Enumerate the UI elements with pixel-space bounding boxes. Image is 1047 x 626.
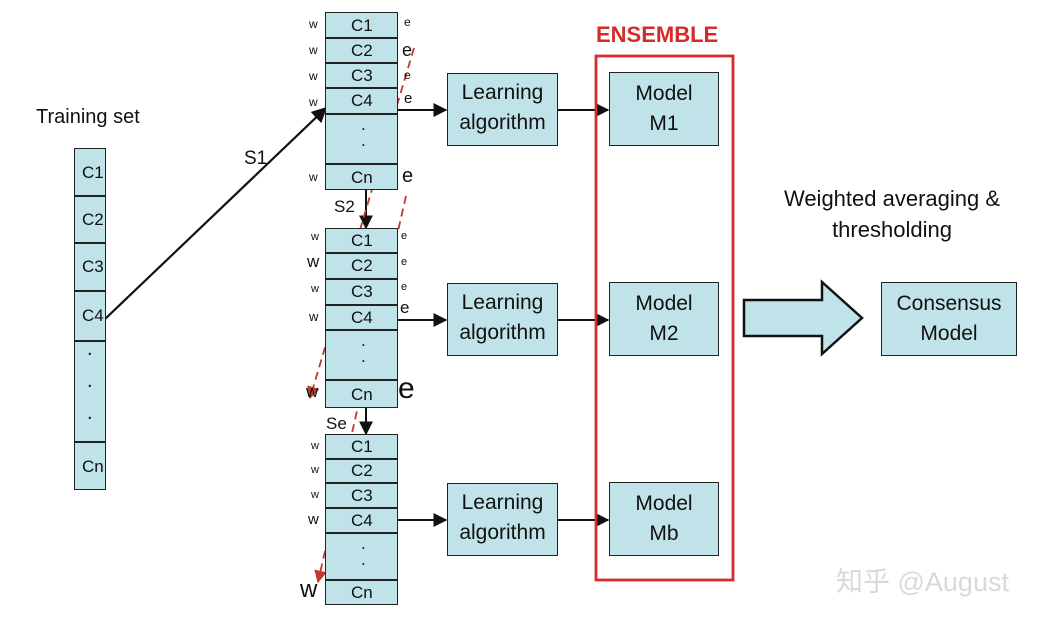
consensus-model-box: Consensus Model xyxy=(881,282,1017,356)
weight-label: w xyxy=(309,43,318,57)
sample1-cell-c2: C2 xyxy=(325,38,398,63)
ensemble-frame xyxy=(594,54,735,582)
error-label: e xyxy=(400,298,410,317)
aggregation-arrow xyxy=(742,279,864,357)
weight-label: w xyxy=(300,576,318,603)
training-cell-c2: C2 xyxy=(74,196,106,243)
weight-label: w xyxy=(311,231,319,243)
sample1-cell-c1: C1 xyxy=(325,12,398,38)
sample-label-s2: S2 xyxy=(334,197,355,216)
weight-label: w xyxy=(308,511,319,528)
sample3-cell-c4: C4 xyxy=(325,508,398,533)
error-label: e xyxy=(401,281,408,293)
sample2-cell-ellipsis: . . xyxy=(325,330,398,380)
weight-label: w xyxy=(309,95,318,109)
ensemble-title: ENSEMBLE xyxy=(596,22,719,47)
error-label: e xyxy=(402,40,413,60)
training-cell-c4: C4 xyxy=(74,291,106,341)
model-box-m1: Model M1 xyxy=(609,72,719,146)
training-cell-c1: C1 xyxy=(74,148,106,196)
weight-label: w xyxy=(311,464,319,476)
sample3-cell-c1: C1 xyxy=(325,434,398,459)
arrow-training-to-s1 xyxy=(103,106,328,321)
watermark: 知乎 @August xyxy=(836,567,1009,597)
weight-label: w xyxy=(309,69,318,83)
sample-column-1: C1 C2 C3 C4 . . Cn xyxy=(325,12,398,190)
sample3-cell-ellipsis: . . xyxy=(325,533,398,580)
error-label: e xyxy=(398,372,415,405)
weight-label: w xyxy=(311,283,319,295)
sample1-cell-cn: Cn xyxy=(325,164,398,190)
error-label: e xyxy=(402,165,414,187)
sample2-cell-cn: Cn xyxy=(325,380,398,408)
training-cell-ellipsis: . . . xyxy=(74,338,106,442)
sample-label-s1: S1 xyxy=(244,148,268,169)
weight-label: w xyxy=(311,440,319,452)
model-box-mb: Model Mb xyxy=(609,482,719,556)
sample-column-e: C1 C2 C3 C4 . . Cn xyxy=(325,434,398,605)
weight-label: w xyxy=(311,489,319,501)
weight-label: w xyxy=(309,309,319,324)
learning-algorithm-box-1: Learning algorithm xyxy=(447,73,558,146)
weight-label: w xyxy=(306,382,319,401)
weight-label: w xyxy=(309,17,318,31)
sample2-cell-c1: C1 xyxy=(325,228,398,253)
error-label: e xyxy=(404,15,411,29)
model-box-m2: Model M2 xyxy=(609,282,719,356)
learning-algorithm-box-3: Learning algorithm xyxy=(447,483,558,556)
weight-label: w xyxy=(309,170,318,184)
sample2-cell-c3: C3 xyxy=(325,279,398,305)
aggregation-label: Weighted averaging & thresholding xyxy=(783,186,1001,242)
sample2-cell-c4: C4 xyxy=(325,305,398,330)
sample2-cell-c2: C2 xyxy=(325,253,398,279)
training-cell-cn: Cn xyxy=(74,442,106,490)
sample3-cell-c3: C3 xyxy=(325,483,398,508)
error-label: e xyxy=(401,230,408,242)
sample1-cell-c3: C3 xyxy=(325,63,398,88)
training-cell-c3: C3 xyxy=(74,243,106,291)
sample-column-2: C1 C2 C3 C4 . . Cn xyxy=(325,228,398,408)
sample3-cell-c2: C2 xyxy=(325,459,398,483)
error-label: e xyxy=(404,68,411,82)
weight-label: w xyxy=(307,252,320,271)
sample1-cell-ellipsis: . . xyxy=(325,114,398,164)
training-set-column: C1 C2 C3 C4 . . . Cn xyxy=(74,148,106,490)
sample-label-se: Se xyxy=(326,414,347,433)
sample3-cell-cn: Cn xyxy=(325,580,398,605)
training-set-title: Training set xyxy=(36,106,140,128)
sample1-cell-c4: C4 xyxy=(325,88,398,114)
error-label: e xyxy=(401,256,408,268)
learning-algorithm-box-2: Learning algorithm xyxy=(447,283,558,356)
error-label: e xyxy=(404,90,413,107)
